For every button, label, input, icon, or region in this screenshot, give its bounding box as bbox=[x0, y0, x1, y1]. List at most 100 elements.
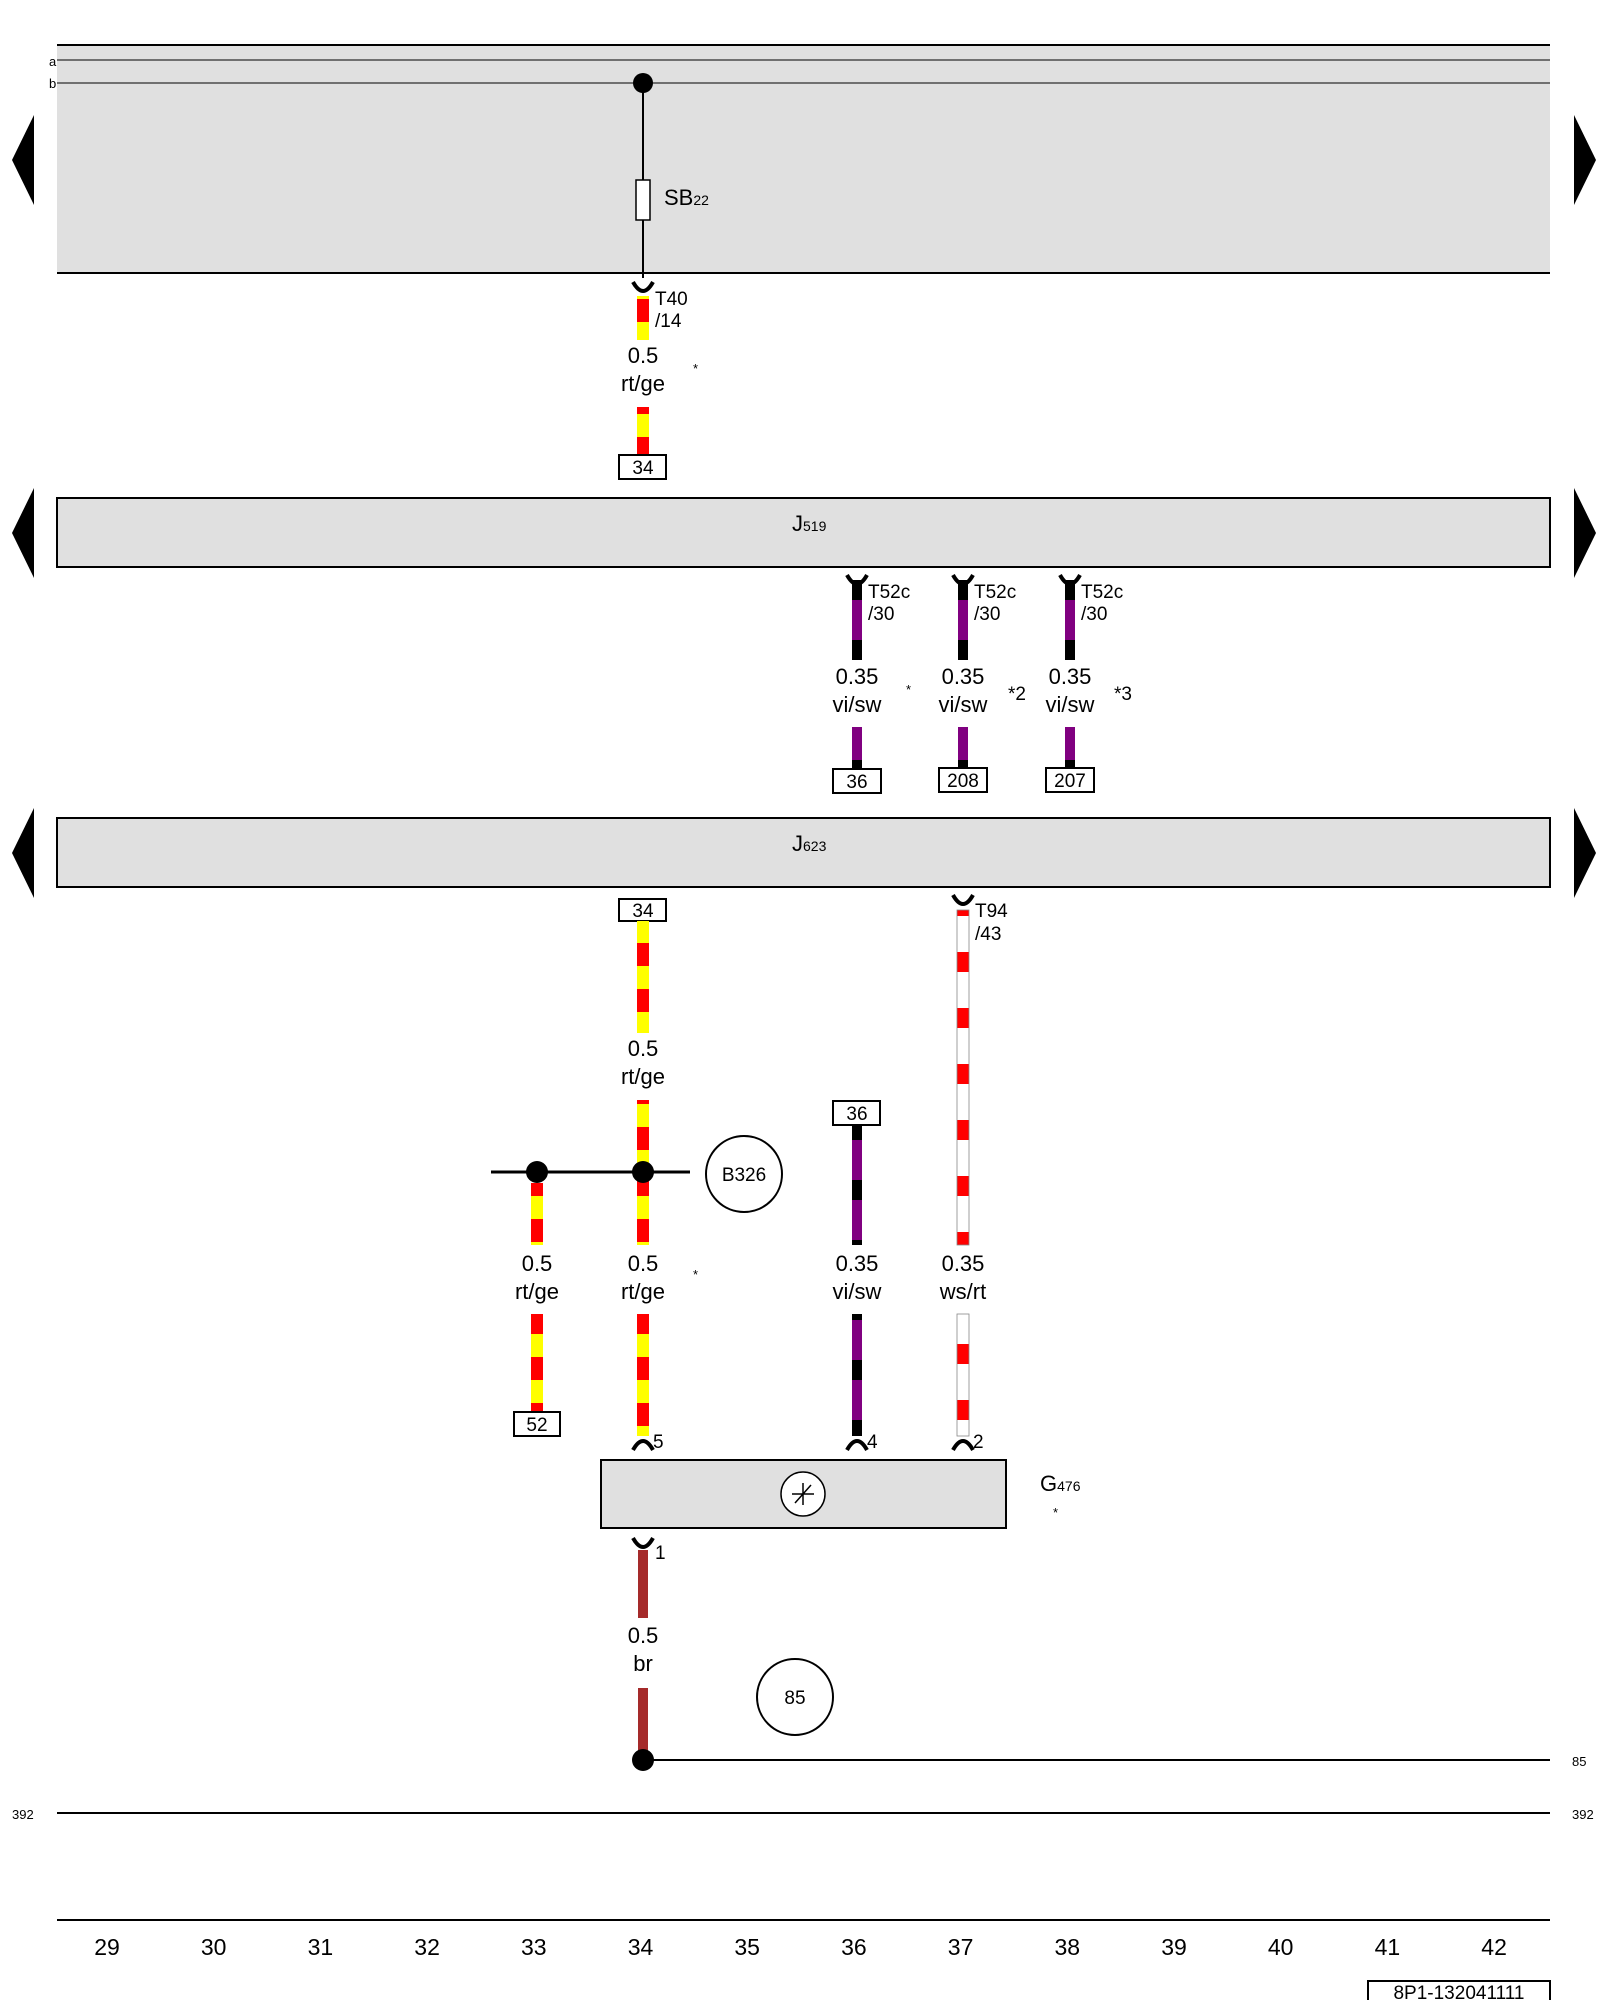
wire-size: 0.35 bbox=[836, 664, 879, 689]
left-arrow-icon[interactable] bbox=[12, 488, 34, 578]
ref-box[interactable] bbox=[832, 1100, 881, 1126]
grid-number: 32 bbox=[414, 1934, 440, 1960]
t52c-label: T52c bbox=[1081, 582, 1123, 603]
fuse-label: SB22 bbox=[664, 185, 709, 210]
wire-segment bbox=[958, 580, 968, 660]
wire-color: rt/ge bbox=[621, 371, 665, 396]
t52c-label: T52c bbox=[974, 582, 1016, 603]
wire-segment bbox=[852, 1314, 862, 1436]
wire-segment bbox=[852, 580, 862, 660]
c85-label: 85 bbox=[784, 1688, 805, 1709]
wire-segment bbox=[638, 1688, 648, 1760]
j623-panel bbox=[56, 817, 1551, 888]
connector-pin bbox=[631, 1439, 655, 1452]
fuse-symbol bbox=[635, 179, 651, 221]
footer-code: 8P1-132041111 bbox=[1393, 1983, 1524, 2000]
wire-segment bbox=[637, 296, 649, 340]
wire-segment bbox=[1065, 727, 1075, 769]
wire-color: rt/ge bbox=[515, 1279, 559, 1304]
right-arrow-icon[interactable] bbox=[1574, 115, 1596, 205]
t40-pin: /14 bbox=[655, 311, 682, 332]
g476-pin-label: 5 bbox=[653, 1432, 664, 1453]
connector-pin bbox=[845, 1439, 869, 1452]
wire-note: * bbox=[693, 1267, 698, 1282]
grid-number: 33 bbox=[521, 1934, 547, 1960]
right-arrow-icon[interactable] bbox=[1574, 488, 1596, 578]
wire-size: 0.35 bbox=[836, 1251, 879, 1276]
wire-color: vi/sw bbox=[1046, 692, 1095, 717]
j623-label: J623 bbox=[792, 831, 827, 856]
g476-pin-label: 4 bbox=[867, 1432, 878, 1453]
wire-segment bbox=[958, 727, 968, 769]
g476-label: G476 bbox=[1040, 1471, 1081, 1496]
grid-number: 34 bbox=[628, 1934, 654, 1960]
rail-a-label: a bbox=[49, 54, 57, 69]
ref-box[interactable] bbox=[938, 767, 988, 793]
grid-number: 41 bbox=[1375, 1934, 1401, 1960]
t40-label: T40 bbox=[655, 289, 688, 310]
ref-box[interactable] bbox=[832, 768, 882, 794]
sensor-symbol bbox=[792, 1483, 814, 1505]
ref-box[interactable] bbox=[618, 454, 667, 480]
ref-box[interactable] bbox=[1045, 767, 1095, 793]
c85-circle[interactable] bbox=[756, 1658, 834, 1736]
connector-pin bbox=[631, 280, 655, 293]
g476-pin-label: 2 bbox=[973, 1432, 984, 1453]
left-arrow-icon[interactable] bbox=[12, 808, 34, 898]
ground-rail-392-right: 392 bbox=[1572, 1807, 1594, 1822]
t94-pin: /43 bbox=[975, 924, 1001, 945]
ref-box-label: 207 bbox=[1054, 771, 1086, 792]
wire-segment bbox=[637, 921, 649, 1033]
b326-circle[interactable] bbox=[705, 1135, 783, 1213]
wire-size: 0.5 bbox=[628, 343, 659, 368]
right-arrow-icon[interactable] bbox=[1574, 808, 1596, 898]
grid-number: 42 bbox=[1481, 1934, 1507, 1960]
wire-segment bbox=[531, 1183, 543, 1245]
ref-box-label: 36 bbox=[846, 772, 867, 793]
junction-dot bbox=[526, 1161, 548, 1183]
wire-note: *3 bbox=[1114, 684, 1132, 705]
ground-rail-392-left: 392 bbox=[12, 1807, 34, 1822]
wire-segment bbox=[638, 1550, 648, 1618]
wire-segment bbox=[531, 1314, 543, 1412]
wire-segment bbox=[956, 909, 970, 1246]
ground-rail-85-label: 85 bbox=[1572, 1754, 1586, 1769]
wire-color: vi/sw bbox=[833, 1279, 882, 1304]
wire-segment bbox=[1065, 580, 1075, 660]
left-arrow-icon[interactable] bbox=[12, 115, 34, 205]
wire-segment bbox=[852, 727, 862, 769]
wire-color: vi/sw bbox=[939, 692, 988, 717]
ref-box-label: 34 bbox=[632, 458, 654, 479]
ref-box-label: 208 bbox=[947, 771, 979, 792]
grid-number: 40 bbox=[1268, 1934, 1294, 1960]
t52c-pin: /30 bbox=[868, 604, 894, 625]
connector-pin bbox=[951, 893, 975, 906]
wire-segment bbox=[852, 1125, 862, 1245]
ref-box[interactable] bbox=[513, 1411, 561, 1437]
wire-note: *2 bbox=[1008, 684, 1026, 705]
grid-number: 31 bbox=[308, 1934, 334, 1960]
t52c-pin: /30 bbox=[1081, 604, 1107, 625]
g476-pin-label: 1 bbox=[655, 1543, 666, 1564]
grid-number: 35 bbox=[734, 1934, 760, 1960]
wire-size: 0.5 bbox=[522, 1251, 553, 1276]
wire-size: 0.5 bbox=[628, 1036, 659, 1061]
footer-code-box bbox=[1367, 1980, 1551, 2000]
t52c-label: T52c bbox=[868, 582, 910, 603]
wire-size: 0.5 bbox=[628, 1623, 659, 1648]
t52c-pin: /30 bbox=[974, 604, 1000, 625]
wire-color: ws/rt bbox=[939, 1279, 986, 1304]
b326-label: B326 bbox=[722, 1165, 766, 1186]
junction-dot bbox=[632, 1161, 654, 1183]
wire-note: * bbox=[906, 682, 911, 697]
grid-number: 30 bbox=[201, 1934, 227, 1960]
ref-box-label: 52 bbox=[526, 1415, 547, 1436]
rail-b-label: b bbox=[49, 76, 56, 91]
ref-box-label: 34 bbox=[632, 901, 654, 922]
wire-color: rt/ge bbox=[621, 1279, 665, 1304]
wire-size: 0.5 bbox=[628, 1251, 659, 1276]
connector-pin bbox=[951, 1439, 975, 1452]
t94-label: T94 bbox=[975, 901, 1008, 922]
